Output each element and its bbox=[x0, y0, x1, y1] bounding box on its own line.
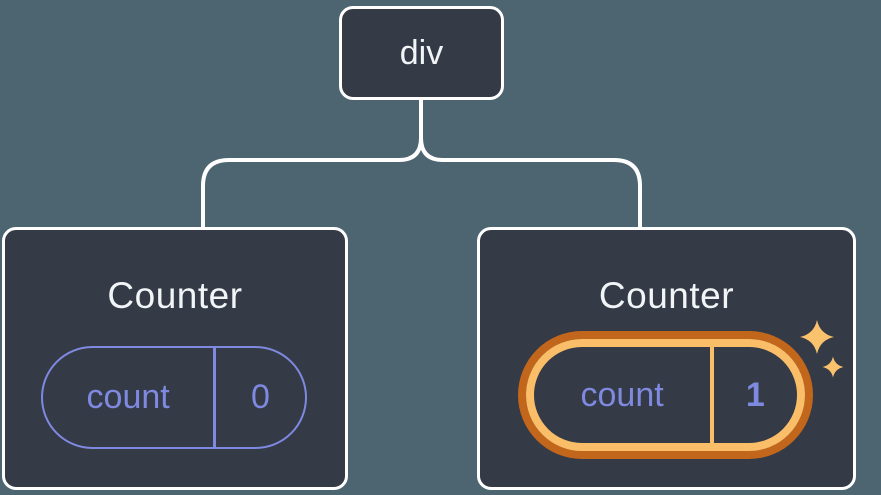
state-pill-left: count 0 bbox=[41, 346, 307, 449]
state-key-label: count bbox=[580, 375, 664, 414]
state-value: 0 bbox=[250, 378, 270, 416]
state-key-label: count bbox=[86, 378, 170, 416]
state-value: 1 bbox=[745, 375, 765, 414]
pill-divider bbox=[710, 347, 714, 443]
state-pill-right-highlighted: count 1 bbox=[526, 339, 805, 451]
connector-right-branch bbox=[419, 100, 642, 227]
connector-left-branch bbox=[201, 100, 423, 227]
node-counter-left: Counter count 0 bbox=[2, 227, 348, 490]
node-counter-right: Counter count 1 bbox=[477, 227, 856, 490]
pill-divider bbox=[213, 348, 216, 447]
node-div-label: div bbox=[399, 33, 444, 72]
counter-left-title: Counter bbox=[107, 275, 243, 316]
node-div: div bbox=[339, 6, 504, 100]
counter-right-title: Counter bbox=[598, 275, 735, 316]
